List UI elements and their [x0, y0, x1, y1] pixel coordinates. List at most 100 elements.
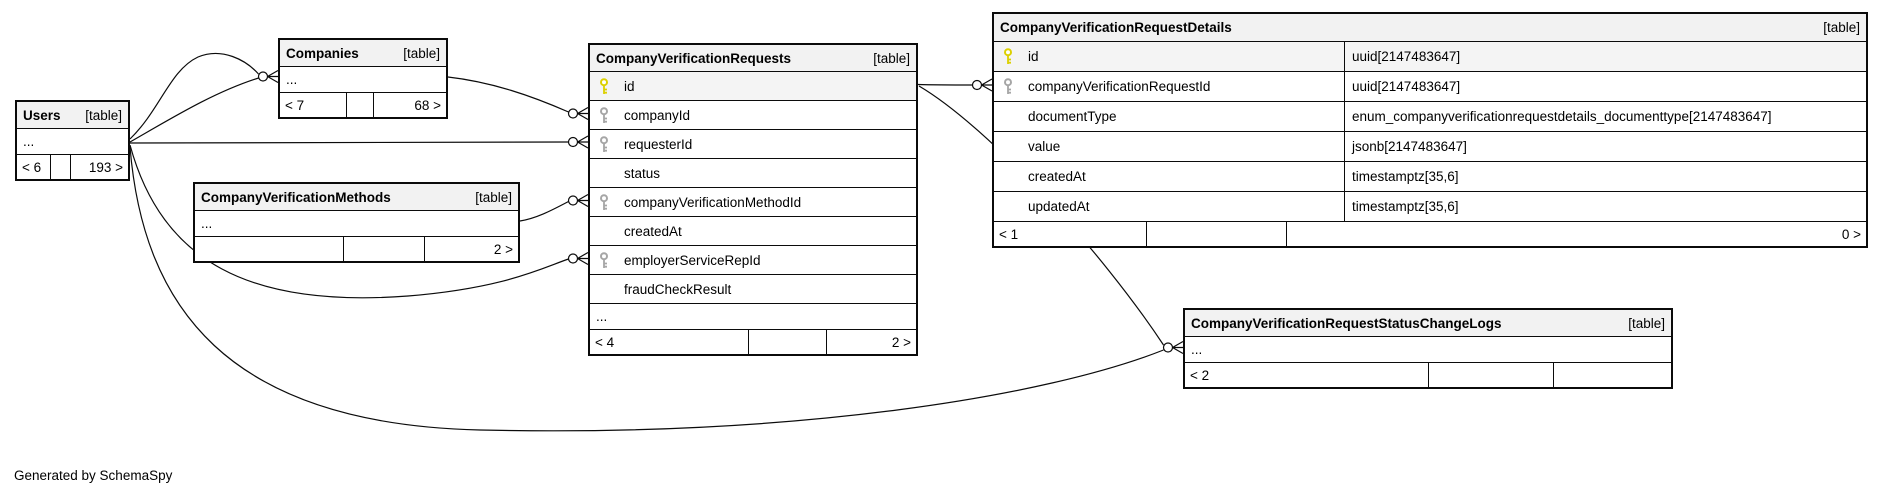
relationship-line	[129, 77, 259, 143]
column-type: uuid[2147483647]	[1352, 49, 1461, 64]
column-row-status[interactable]: status	[590, 159, 916, 188]
table-tag: [table]	[475, 189, 512, 205]
table-tag: [table]	[403, 45, 440, 61]
primary-key-icon	[600, 77, 608, 94]
collapsed-columns-row: ...	[1185, 337, 1671, 363]
column-row-companyid[interactable]: companyId	[590, 101, 916, 130]
table-node-companies[interactable]: Companies [table] ... < 7 68 >	[278, 38, 448, 119]
table-header: CompanyVerificationRequests [table]	[590, 45, 916, 72]
collapsed-columns-row: ...	[280, 67, 446, 93]
table-name: CompanyVerificationRequests	[596, 50, 792, 66]
column-row-companyverificationmethodid[interactable]: companyVerificationMethodId	[590, 188, 916, 217]
footer-mid-cell	[51, 155, 71, 179]
relationship-line	[129, 52, 259, 140]
column-name: companyVerificationMethodId	[624, 194, 802, 210]
generated-by-note: Generated by SchemaSpy	[14, 468, 173, 483]
foreign-key-icon	[1004, 78, 1012, 94]
footer-children-count: < 1	[994, 222, 1147, 246]
column-type: uuid[2147483647]	[1352, 79, 1461, 94]
table-tag: [table]	[1628, 315, 1665, 331]
table-name: CompanyVerificationMethods	[201, 189, 391, 205]
column-name: updatedAt	[1028, 199, 1090, 214]
footer-mid-cell	[344, 237, 425, 261]
footer-children-count: < 2	[1185, 363, 1429, 387]
footer-children-count: < 6	[17, 155, 51, 179]
column-name: value	[1028, 139, 1061, 154]
column-type: jsonb[2147483647]	[1352, 139, 1467, 154]
footer-mid-cell	[1147, 222, 1287, 246]
column-row-createdat[interactable]: createdAt timestamptz[35,6]	[994, 162, 1866, 192]
footer-children-count	[195, 237, 344, 261]
footer-mid-cell	[347, 93, 374, 117]
column-row-employerservicerepid[interactable]: employerServiceRepId	[590, 246, 916, 275]
column-name: createdAt	[1028, 169, 1086, 184]
column-row-id[interactable]: id uuid[2147483647]	[994, 42, 1866, 72]
table-header: Users [table]	[17, 102, 128, 129]
column-name: fraudCheckResult	[624, 281, 732, 297]
table-name: CompanyVerificationRequestDetails	[1000, 20, 1232, 35]
footer-rows-count: 2 >	[493, 241, 513, 257]
column-row-companyverificationrequestid[interactable]: companyVerificationRequestId uuid[214748…	[994, 72, 1866, 102]
collapsed-columns-row: ...	[590, 304, 916, 330]
relationship-line	[447, 76, 569, 113]
column-row-createdat[interactable]: createdAt	[590, 217, 916, 246]
column-row-id[interactable]: id	[590, 72, 916, 101]
foreign-key-icon	[600, 251, 608, 268]
table-footer: < 2	[1185, 363, 1671, 387]
column-name: documentType	[1028, 109, 1117, 124]
column-type: enum_companyverificationrequestdetails_d…	[1352, 109, 1772, 124]
collapsed-columns-row: ...	[195, 211, 518, 237]
table-header: CompanyVerificationRequestStatusChangeLo…	[1185, 310, 1671, 337]
table-footer: < 1 0 >	[994, 222, 1866, 246]
column-name: status	[624, 165, 661, 181]
column-row-documenttype[interactable]: documentType enum_companyverificationreq…	[994, 102, 1866, 132]
column-type: timestamptz[35,6]	[1352, 199, 1459, 214]
table-tag: [table]	[1823, 20, 1860, 35]
table-footer: < 7 68 >	[280, 93, 446, 117]
footer-children-count: < 4	[590, 330, 749, 354]
table-name: Companies	[286, 45, 359, 61]
footer-rows-count	[1554, 363, 1671, 387]
table-node-company-verification-request-status-change-logs[interactable]: CompanyVerificationRequestStatusChangeLo…	[1183, 308, 1673, 389]
table-footer: < 4 2 >	[590, 330, 916, 354]
table-node-company-verification-requests[interactable]: CompanyVerificationRequests [table] id c…	[588, 43, 918, 356]
table-node-users[interactable]: Users [table] ... < 6 193 >	[15, 100, 130, 181]
foreign-key-icon	[600, 106, 608, 123]
column-row-requesterid[interactable]: requesterId	[590, 130, 916, 159]
column-name: createdAt	[624, 223, 682, 239]
table-tag: [table]	[873, 50, 910, 66]
column-row-fraudcheckresult[interactable]: fraudCheckResult	[590, 275, 916, 304]
footer-mid-cell	[749, 330, 827, 354]
foreign-key-icon	[600, 193, 608, 210]
primary-key-icon	[1004, 48, 1012, 64]
footer-rows-count: 68 >	[414, 97, 441, 113]
table-header: CompanyVerificationRequestDetails [table…	[994, 14, 1866, 42]
footer-rows-count: 0 >	[1841, 226, 1861, 242]
crow-foot-endpoints	[257, 69, 1184, 355]
column-name: requesterId	[624, 136, 693, 152]
table-footer: < 6 193 >	[17, 155, 128, 179]
footer-rows-count: 193 >	[88, 159, 123, 175]
table-footer: 2 >	[195, 237, 518, 261]
column-row-value[interactable]: value jsonb[2147483647]	[994, 132, 1866, 162]
table-name: Users	[23, 107, 61, 123]
relationship-line	[519, 200, 569, 222]
relationship-line	[129, 141, 569, 144]
table-node-company-verification-request-details[interactable]: CompanyVerificationRequestDetails [table…	[992, 12, 1868, 248]
column-name: id	[1028, 49, 1039, 64]
table-node-company-verification-methods[interactable]: CompanyVerificationMethods [table] ... 2…	[193, 182, 520, 263]
column-name: employerServiceRepId	[624, 252, 761, 268]
collapsed-columns-row: ...	[17, 129, 128, 155]
table-tag: [table]	[85, 107, 122, 123]
column-type: timestamptz[35,6]	[1352, 169, 1459, 184]
footer-children-count: < 7	[280, 93, 347, 117]
table-header: CompanyVerificationMethods [table]	[195, 184, 518, 211]
relationship-line	[129, 144, 569, 299]
column-row-updatedat[interactable]: updatedAt timestamptz[35,6]	[994, 192, 1866, 222]
footer-rows-count: 2 >	[891, 334, 911, 350]
foreign-key-icon	[600, 135, 608, 152]
table-name: CompanyVerificationRequestStatusChangeLo…	[1191, 315, 1502, 331]
column-name: companyVerificationRequestId	[1028, 79, 1211, 94]
table-header: Companies [table]	[280, 40, 446, 67]
